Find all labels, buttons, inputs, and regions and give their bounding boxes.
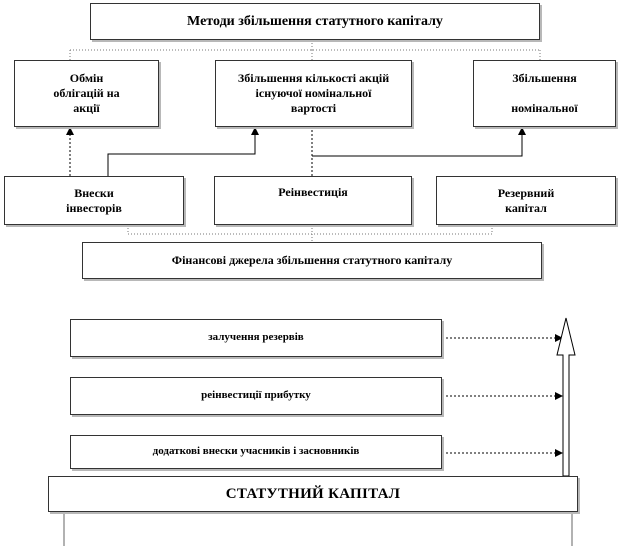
charter-capital-box: СТАТУТНИЙ КАПІТАЛ bbox=[48, 476, 578, 512]
source-box-reserve: Резервний капітал bbox=[436, 176, 616, 225]
method-box-nominal: Збільшення номінальної bbox=[473, 60, 616, 127]
financial-sources-text: Фінансові джерела збільшення статутного … bbox=[171, 253, 453, 267]
source-text-reserve: Резервний капітал bbox=[497, 185, 555, 215]
source-tree-lines bbox=[127, 225, 493, 242]
charter-capital-text: СТАТУТНИЙ КАПІТАЛ bbox=[225, 485, 401, 502]
diagram-title: Методи збільшення статутного капіталу bbox=[90, 3, 540, 40]
source-box-reinvestment: Реінвестиція bbox=[214, 176, 412, 225]
source-box-investors: Внески інвесторів bbox=[4, 176, 184, 225]
source-text-reinvestment: Реінвестиція bbox=[278, 185, 348, 199]
item-text-profit: реінвестиції прибутку bbox=[201, 389, 311, 402]
financial-sources-box: Фінансові джерела збільшення статутного … bbox=[82, 242, 542, 279]
item-box-reserves: залучення резервів bbox=[70, 319, 442, 357]
diagram-title-text: Методи збільшення статутного капіталу bbox=[187, 13, 443, 29]
base-table-lines bbox=[63, 512, 573, 546]
item-text-contributions: додаткові внески учасників і засновників bbox=[152, 445, 360, 458]
source-method-arrows bbox=[66, 127, 526, 176]
growth-arrow bbox=[556, 317, 576, 477]
item-arrows bbox=[442, 334, 563, 457]
source-text-investors: Внески інвесторів bbox=[66, 185, 122, 215]
item-box-contributions: додаткові внески учасників і засновників bbox=[70, 435, 442, 469]
item-text-reserves: залучення резервів bbox=[208, 331, 304, 344]
item-box-profit: реінвестиції прибутку bbox=[70, 377, 442, 415]
method-box-shares-count: Збільшення кількості акцій існуючої номі… bbox=[215, 60, 412, 127]
method-text-shares-count: Збільшення кількості акцій існуючої номі… bbox=[237, 71, 390, 115]
method-box-exchange: Обмін облігацій на акції bbox=[14, 60, 159, 127]
method-text-nominal: Збільшення номінальної bbox=[511, 71, 578, 115]
title-tree-lines bbox=[69, 40, 541, 60]
method-text-exchange: Обмін облігацій на акції bbox=[53, 71, 120, 115]
